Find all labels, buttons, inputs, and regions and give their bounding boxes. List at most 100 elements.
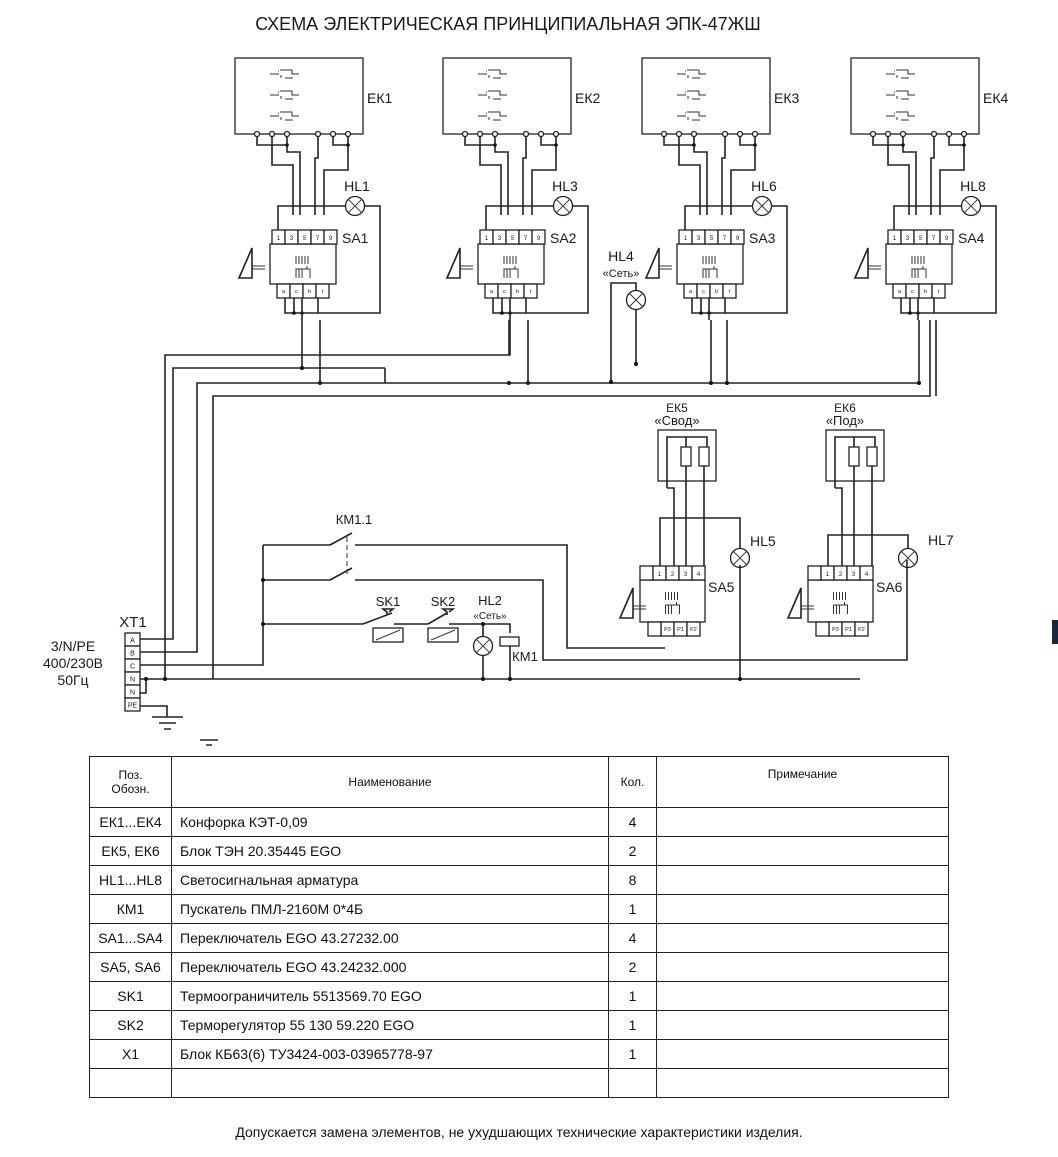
cell-note <box>656 923 949 953</box>
cell-note <box>656 952 949 982</box>
switch-body <box>477 243 545 285</box>
knob-icon <box>237 247 253 279</box>
pin-label: P1 <box>845 627 852 633</box>
wire <box>355 544 665 649</box>
cell-qty: 1 <box>608 1039 657 1069</box>
wire <box>659 517 741 568</box>
pin-9 <box>730 229 745 245</box>
wire <box>666 436 708 488</box>
cell-name: Блок КБ63(6) ТУ3424-003-03965778-97 <box>171 1039 609 1069</box>
terminal <box>945 130 953 138</box>
knob-icon <box>853 247 869 279</box>
km11-label: КМ1.1 <box>336 512 372 527</box>
pin-4 <box>859 565 874 581</box>
hl4-label: HL4 <box>608 248 634 264</box>
pin-label: a <box>490 289 494 295</box>
cell-qty: 1 <box>608 981 657 1011</box>
wire <box>301 320 321 383</box>
switch-label: SA5 <box>708 579 735 595</box>
cell-qty: 1 <box>608 894 657 924</box>
knob-shaft <box>633 605 646 610</box>
terminal-pin-label: N <box>130 677 135 684</box>
cell-pos: КМ1 <box>89 894 172 924</box>
wire <box>710 320 728 383</box>
pin-label: 4 <box>865 572 869 578</box>
wire-n-rise <box>164 320 511 679</box>
cell-qty: 2 <box>608 836 657 866</box>
switch-symbol-icon <box>911 256 925 264</box>
schematic-diagram: СХЕМА ЭЛЕКТРИЧЕСКАЯ ПРИНЦИПИАЛЬНАЯ ЭПК-4… <box>43 14 1008 746</box>
wire-rise-2 <box>212 320 931 679</box>
pin-label: a <box>282 289 286 295</box>
cell-name: Терморегулятор 55 130 59.220 EGO <box>171 1010 609 1040</box>
header-qty: Кол. <box>608 756 657 808</box>
lamp-label: HL3 <box>552 178 578 194</box>
pin- <box>639 565 654 581</box>
terminal-pin-pe <box>124 697 141 712</box>
switch-symbol-icon <box>295 256 309 264</box>
lamp-hl4: HL4 «Сеть» <box>603 248 647 382</box>
pin-label: 2 <box>839 572 843 578</box>
lamp-cross-icon <box>555 198 571 214</box>
terminal <box>314 130 322 138</box>
terminal <box>537 130 545 138</box>
pin-label: c <box>911 289 914 295</box>
heating-element-icon <box>886 90 915 100</box>
thermostat-sk1-icon <box>362 608 396 625</box>
pin-label: r <box>322 289 324 295</box>
sk1-label: SK1 <box>376 594 401 609</box>
pin-blank <box>815 621 830 637</box>
cell-note <box>656 981 949 1011</box>
specification-table: Поз.Обозн. Наименование Кол. Примечание … <box>89 756 949 1098</box>
cell-pos: ЕК1...ЕК4 <box>89 807 172 837</box>
cell-note <box>656 865 949 895</box>
lamp-label: HL6 <box>751 178 777 194</box>
burner-label: ЕК1 <box>367 90 392 106</box>
pin-label: 3 <box>852 572 856 578</box>
pin-label: 5 <box>919 236 923 242</box>
hl2-label: HL2 <box>478 593 502 608</box>
terminal-pin-label: B <box>130 651 135 658</box>
terminal <box>690 130 698 138</box>
terminal <box>884 130 892 138</box>
heating-element-icon <box>677 111 706 121</box>
contactor-contact-km11-icon <box>329 532 353 581</box>
terminal <box>675 130 683 138</box>
oven-label: ЕК5 <box>666 401 688 415</box>
hl4-caption: «Сеть» <box>603 268 640 280</box>
switch-symbol-icon <box>833 592 846 600</box>
cropped-edge-glyph <box>1052 620 1058 644</box>
cell-qty: 4 <box>608 923 657 953</box>
header-name: Наименование <box>171 756 609 808</box>
coil-km1-icon <box>499 636 520 647</box>
heating-element-icon <box>270 69 299 79</box>
pin-label: 5 <box>710 236 714 242</box>
terminal-pin-label: N <box>130 690 135 697</box>
wire-phase-a <box>140 367 385 640</box>
wire <box>355 560 908 661</box>
wire <box>277 205 381 314</box>
switch-symbol-icon <box>702 266 718 278</box>
terminal <box>960 130 968 138</box>
cell-qty: 4 <box>608 807 657 837</box>
cell-pos: ЕК5, ЕК6 <box>89 836 172 866</box>
burner-box <box>234 57 364 135</box>
heating-element-icon <box>478 90 507 100</box>
burner-label: ЕК2 <box>575 90 600 106</box>
pin-label: 3 <box>684 572 688 578</box>
terminal-pin-label: PE <box>128 703 138 710</box>
cell-note <box>656 894 949 924</box>
cell-name: Конфорка КЭТ-0,09 <box>171 807 609 837</box>
pin-label: 1 <box>893 236 897 242</box>
lamp-cross-icon <box>754 198 770 214</box>
switch-body <box>807 579 874 623</box>
pin-label: 2 <box>671 572 675 578</box>
terminal <box>751 130 759 138</box>
header-note: Примечание <box>656 756 949 808</box>
switch-body <box>676 243 744 285</box>
cell-pos: SA1...SA4 <box>89 923 172 953</box>
